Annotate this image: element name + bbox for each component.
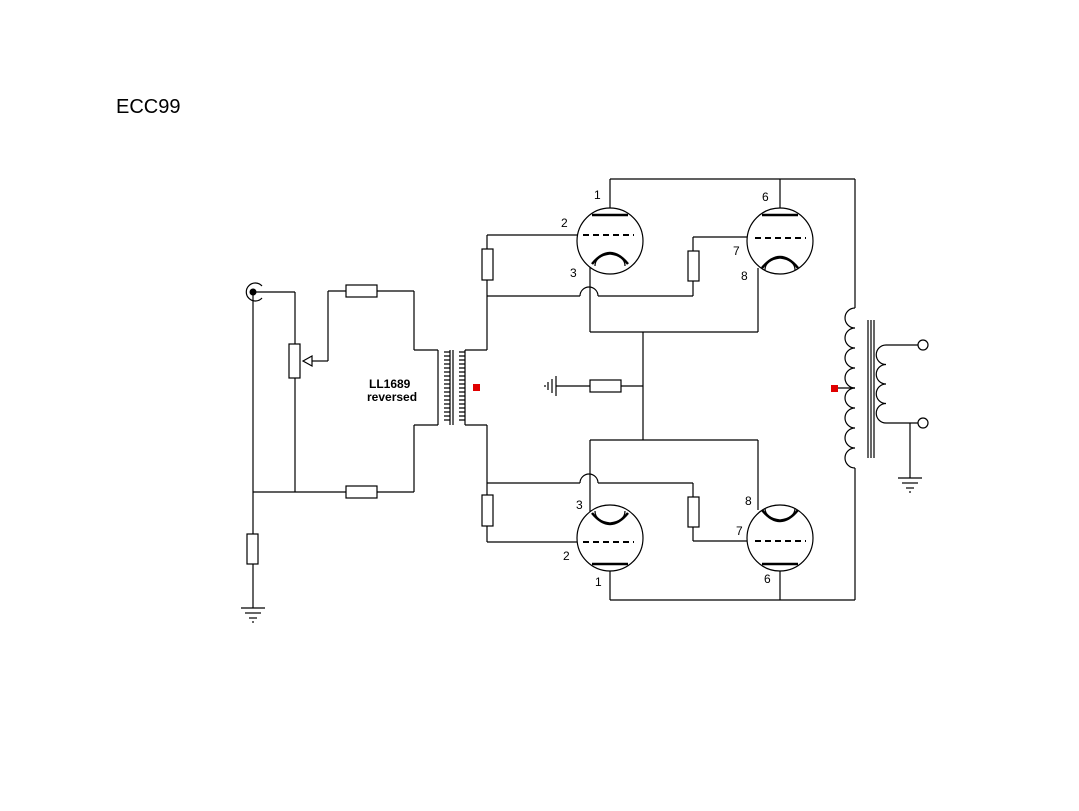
grid-resistor-upper-right [687,250,700,282]
grid-wiring [486,234,758,543]
input-wiring [252,290,438,608]
grid-resistor-lower-left [481,494,494,527]
pin-label: 1 [595,575,602,589]
tube-lower-right [746,504,814,600]
input-resistor-bottom [345,485,378,499]
pin-label: 6 [762,190,769,204]
cathode-resistor [589,379,622,393]
pin-label: 8 [741,269,748,283]
anode-wiring [610,178,856,601]
input-transformer [437,349,487,426]
tube-upper-right [746,179,814,275]
output-transformer-centertap-marker [831,385,838,392]
ground-symbol-input [241,607,265,623]
grid-resistor-upper-left [481,248,494,281]
transformer-label-line2: reversed [367,390,417,404]
output-transformer [844,307,918,478]
pin-label: 7 [733,244,740,258]
volume-potentiometer [288,343,301,379]
pin-label: 8 [745,494,752,508]
pin-label: 6 [764,572,771,586]
output-terminal-top [917,339,929,351]
ground-symbol-output [898,477,922,493]
input-transformer-centertap-marker [473,384,480,391]
input-resistor-top [345,284,378,298]
transformer-label-line1: LL1689 [369,377,411,391]
pin-label: 2 [563,549,570,563]
pin-label: 3 [576,498,583,512]
schematic-title: ECC99 [116,96,181,118]
cathode-wiring [556,265,759,512]
tube-upper-left [576,179,644,275]
tube-lower-left [576,504,644,600]
pin-label: 7 [736,524,743,538]
output-terminal-bottom [917,417,929,429]
ground-resistor [246,533,259,565]
grid-resistor-lower-right [687,496,700,528]
ground-symbol-cathode [544,376,557,396]
pin-label: 1 [594,188,601,202]
pin-label: 2 [561,216,568,230]
pin-label: 3 [570,266,577,280]
